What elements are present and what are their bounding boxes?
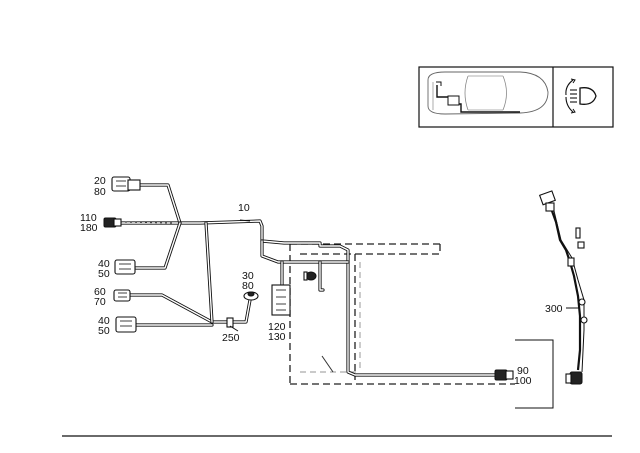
label-180: 180 [80, 222, 98, 234]
leader-lines [229, 219, 251, 332]
label-90: 90 [517, 365, 529, 377]
label-20: 20 [94, 175, 106, 187]
relay-120-130 [271, 284, 291, 316]
label-50-upper: 50 [98, 268, 110, 280]
dashed-assembly-outline [289, 243, 515, 385]
headlight-symbol-icon [565, 78, 597, 114]
ground-terminal [303, 271, 317, 281]
vehicle-top-view-icon [427, 71, 549, 115]
part-labels: 10 20 80 110 180 40 50 60 70 40 50 30 80… [80, 175, 563, 387]
connector-90-100 [494, 369, 514, 381]
label-250: 250 [222, 332, 240, 344]
label-30: 30 [242, 270, 254, 282]
location-inset [418, 66, 614, 128]
connector-20-80 [111, 176, 141, 192]
label-50-lower: 50 [98, 325, 110, 337]
grommet-30-80 [243, 291, 259, 301]
label-130: 130 [268, 331, 286, 343]
label-80-lower: 80 [242, 280, 254, 292]
label-40-lower: 40 [98, 315, 110, 327]
label-80-upper: 80 [94, 186, 106, 198]
label-10: 10 [238, 202, 250, 214]
label-300: 300 [545, 303, 563, 315]
connector-40-50-lower [115, 316, 137, 333]
label-110: 110 [80, 212, 97, 224]
connector-60-70 [113, 289, 131, 302]
label-100: 100 [514, 375, 532, 387]
harness-300 [538, 190, 588, 385]
label-120: 120 [268, 321, 286, 333]
label-60: 60 [94, 286, 106, 298]
clip-250 [226, 317, 234, 328]
label-40-upper: 40 [98, 258, 110, 270]
connector-110-180 [103, 217, 122, 228]
connector-40-50-upper [114, 259, 136, 275]
main-harness [118, 183, 497, 377]
label-70: 70 [94, 296, 106, 308]
